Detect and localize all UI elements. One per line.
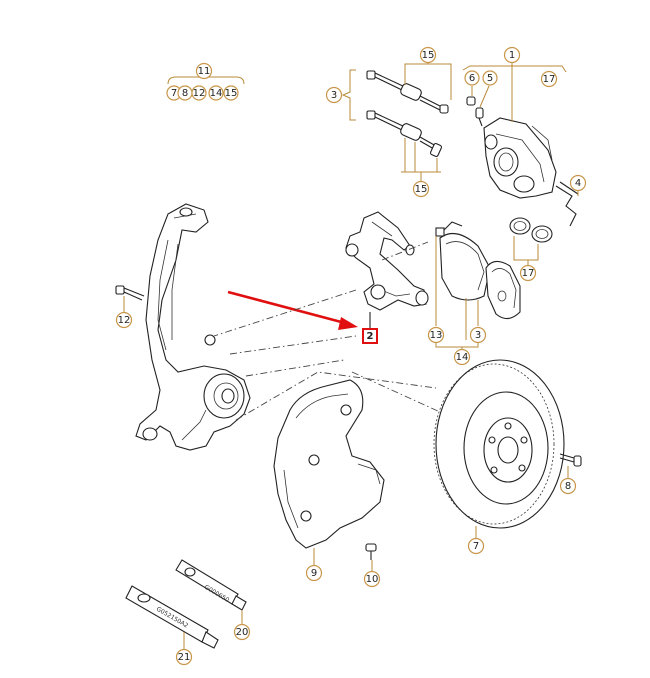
callout-11[interactable]: 11: [195, 62, 213, 80]
brake-caliper: [483, 117, 557, 199]
callout-20[interactable]: 20: [233, 623, 251, 641]
svg-text:17: 17: [522, 268, 535, 279]
svg-text:15: 15: [415, 184, 428, 195]
svg-text:6: 6: [469, 73, 475, 84]
callout-5[interactable]: 5: [482, 70, 498, 86]
callout-3-pads[interactable]: 3: [469, 326, 487, 344]
callout-3-guide-pins[interactable]: 3: [325, 86, 343, 104]
callout-17-bottom[interactable]: 17: [519, 264, 537, 282]
assembly-lines: [213, 241, 441, 421]
svg-text:3: 3: [475, 330, 481, 341]
svg-text:9: 9: [311, 568, 317, 579]
svg-text:7: 7: [473, 541, 479, 552]
guide-pin-lower: [366, 110, 443, 158]
callout-9[interactable]: 9: [305, 564, 323, 582]
callout-15-bottom[interactable]: 15: [412, 180, 430, 198]
brake-pad-outer: [485, 260, 521, 320]
callout-group-11-item-8[interactable]: 8: [177, 85, 193, 101]
callout-group-11-item-14[interactable]: 14: [208, 85, 224, 101]
caliper-carrier: [345, 211, 429, 311]
callout-2-highlighted[interactable]: 2: [362, 328, 378, 344]
svg-text:12: 12: [118, 315, 131, 326]
callout-14[interactable]: 14: [453, 348, 471, 366]
svg-text:17: 17: [543, 74, 556, 85]
callout-21[interactable]: 21: [175, 648, 193, 666]
callout-group-11-item-15[interactable]: 15: [223, 85, 239, 101]
svg-text:11: 11: [198, 66, 211, 77]
steering-knuckle: [135, 203, 251, 451]
guide-pin-upper: [366, 70, 449, 114]
callout-6[interactable]: 6: [464, 70, 480, 86]
svg-text:8: 8: [182, 88, 188, 99]
callout-group-11-item-7[interactable]: 7: [166, 85, 182, 101]
svg-text:21: 21: [178, 652, 191, 663]
splash-plate: [273, 379, 385, 549]
bolt-12: [115, 285, 145, 301]
svg-text:14: 14: [210, 88, 223, 99]
callout-15-top[interactable]: 15: [419, 46, 437, 64]
svg-text:10: 10: [366, 574, 379, 585]
callout-8[interactable]: 8: [559, 477, 577, 495]
red-arrow-icon: [227, 290, 358, 330]
svg-text:15: 15: [422, 50, 435, 61]
anti-rattle-spring: [555, 181, 579, 227]
bleed-cap: [466, 96, 476, 106]
screw-10: [365, 543, 377, 560]
piston-seals: [509, 217, 553, 243]
callout-17-top[interactable]: 17: [540, 70, 558, 88]
callout-13[interactable]: 13: [427, 326, 445, 344]
callout-1[interactable]: 1: [503, 46, 521, 64]
callout-group-11-item-12[interactable]: 12: [191, 85, 207, 101]
callout-12[interactable]: 12: [115, 311, 133, 329]
svg-text:8: 8: [565, 481, 571, 492]
bleed-screw: [475, 107, 484, 127]
brake-disc: [433, 359, 565, 529]
svg-text:12: 12: [193, 88, 206, 99]
svg-text:3: 3: [331, 90, 337, 101]
svg-text:1: 1: [509, 50, 515, 61]
sealant-tube-21: G052150A2: [125, 585, 219, 649]
callout-7[interactable]: 7: [467, 537, 485, 555]
svg-text:20: 20: [236, 627, 249, 638]
svg-text:2: 2: [367, 331, 374, 342]
brake-pad-inner: [435, 221, 491, 301]
callout-4[interactable]: 4: [569, 174, 587, 192]
svg-text:5: 5: [487, 73, 493, 84]
screw-8: [559, 453, 582, 467]
svg-text:7: 7: [171, 88, 177, 99]
callout-10[interactable]: 10: [363, 570, 381, 588]
svg-text:15: 15: [225, 88, 238, 99]
grease-tube-20: G000650: [175, 559, 247, 611]
svg-text:13: 13: [430, 330, 443, 341]
svg-text:4: 4: [575, 178, 581, 189]
svg-text:14: 14: [456, 352, 469, 363]
